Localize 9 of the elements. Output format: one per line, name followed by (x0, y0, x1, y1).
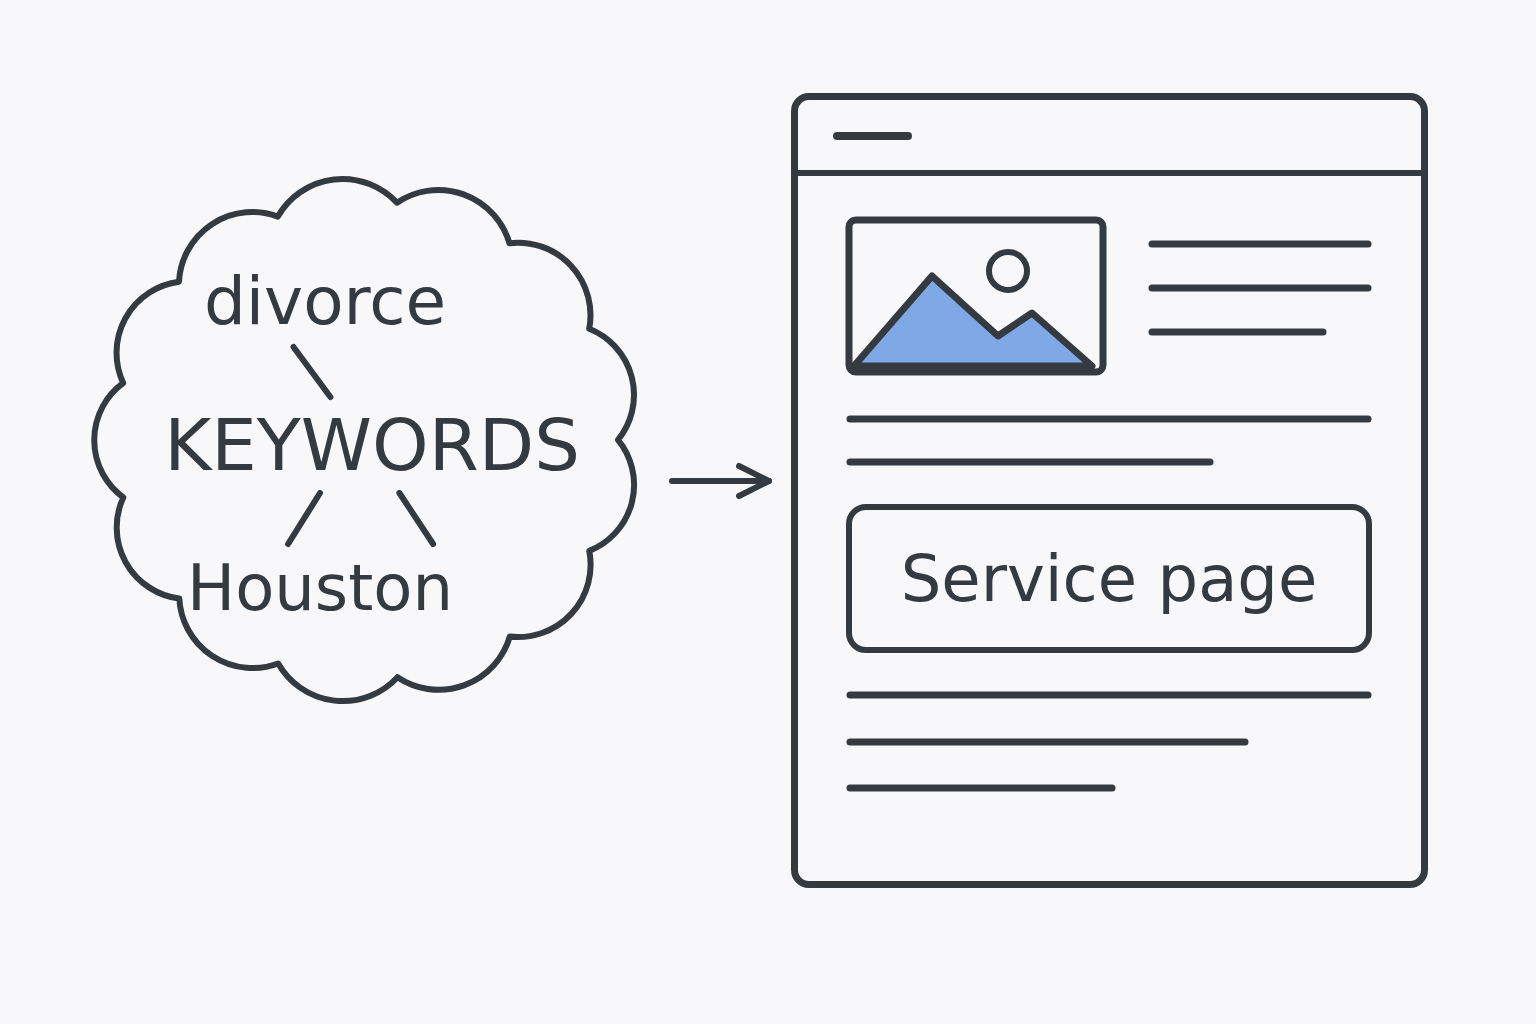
service-page-box: Service page (846, 504, 1372, 653)
connector-line (290, 344, 334, 400)
web-page-frame (791, 93, 1428, 888)
arrow (669, 463, 772, 499)
keyword-text: divorce (203, 269, 447, 335)
keyword-text: Houston (187, 556, 453, 620)
connector-line (396, 490, 437, 547)
keywords-heading: KEYWORDS (164, 409, 580, 481)
connector-line (285, 490, 323, 547)
